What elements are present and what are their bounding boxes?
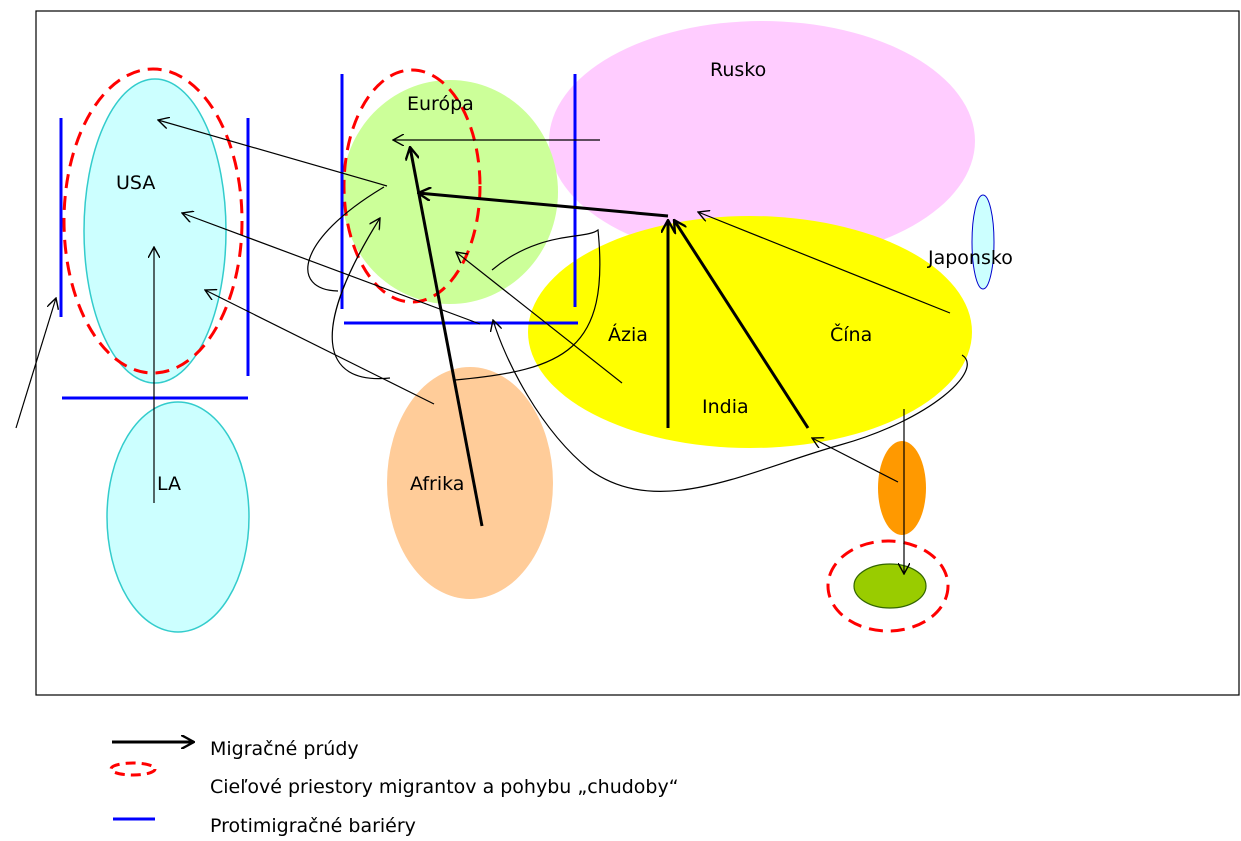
label-india: India	[702, 396, 749, 418]
flow-seasia-india	[812, 438, 899, 483]
label-africa: Afrika	[410, 473, 464, 495]
diagram-frame	[35, 10, 1240, 696]
target-area-australia	[826, 539, 950, 633]
label-japan: Japonsko	[927, 247, 1013, 269]
russia-region	[549, 21, 975, 261]
flow-curve-3	[454, 228, 601, 381]
flow-europe-usa	[158, 120, 388, 187]
flow-russia-europe-bold	[418, 193, 669, 218]
target-area-usa	[62, 67, 244, 375]
legend-barriers-label: Protimigračné bariéry	[210, 815, 416, 837]
australia-region	[853, 563, 927, 609]
usa-region	[83, 78, 227, 384]
flow-outside-usa	[15, 298, 56, 429]
bold-flows	[410, 147, 810, 527]
japan-region	[971, 194, 995, 290]
asia-region	[528, 216, 972, 448]
label-asia: Ázia	[608, 323, 648, 346]
label-usa: USA	[116, 172, 155, 194]
label-europe: Európa	[407, 93, 474, 115]
africa-region	[387, 367, 553, 599]
label-china: Čína	[830, 322, 872, 346]
flow-europe-usa-2	[182, 213, 481, 325]
target-area-europe	[342, 68, 482, 304]
southeast-asia-region	[878, 441, 926, 535]
label-la: LA	[157, 473, 181, 495]
thin-flows	[15, 120, 968, 574]
label-russia: Rusko	[710, 59, 766, 81]
flow-asia-europe	[456, 252, 623, 384]
legend-target-symbol	[109, 761, 157, 777]
flow-curve-2	[331, 218, 391, 380]
flow-china-russia-bold	[674, 220, 810, 429]
flow-africa-europe-bold	[410, 147, 484, 527]
barriers	[59, 74, 578, 400]
flow-curve-1	[307, 186, 385, 292]
legend-flows-label: Migračné prúdy	[210, 738, 359, 760]
legend-targets-label: Cieľové priestory migrantov a pohybu „ch…	[210, 776, 679, 798]
flow-curve-4	[493, 320, 968, 492]
la-region	[106, 401, 250, 633]
flow-japan-russia	[698, 212, 951, 314]
legend: Migračné prúdy Cieľové priestory migrant…	[109, 738, 679, 837]
flow-africa-usa	[205, 290, 435, 405]
